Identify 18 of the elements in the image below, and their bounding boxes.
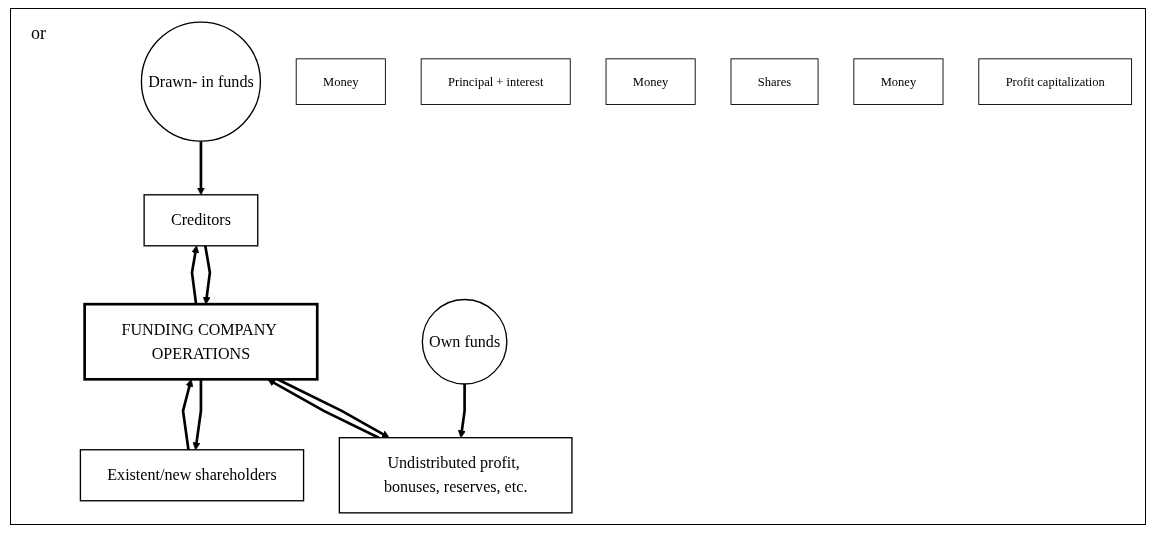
node-box: Shares <box>730 58 819 105</box>
node-box: Creditors <box>143 194 259 247</box>
arrow <box>202 245 212 305</box>
node-box: Money <box>853 58 944 105</box>
node-box: Money <box>295 58 386 105</box>
node-box: Existent/new shareholders <box>79 449 305 502</box>
node-box: Undistributed profit, bonuses, reserves, etc. <box>338 437 573 514</box>
node-box: FUNDING COMPANY OPERATIONS <box>83 302 319 381</box>
node-box: Money <box>605 58 696 105</box>
arrow <box>190 245 200 305</box>
node-box: Principal + interest <box>420 58 571 105</box>
arrow <box>197 141 205 196</box>
node-box: Profit capitalization <box>978 58 1133 105</box>
arrow <box>457 384 466 439</box>
node-circle: Drawn- in funds <box>140 21 262 142</box>
arrow <box>192 379 203 451</box>
node-circle: Own funds <box>421 298 508 385</box>
connector-word: or <box>31 23 46 43</box>
